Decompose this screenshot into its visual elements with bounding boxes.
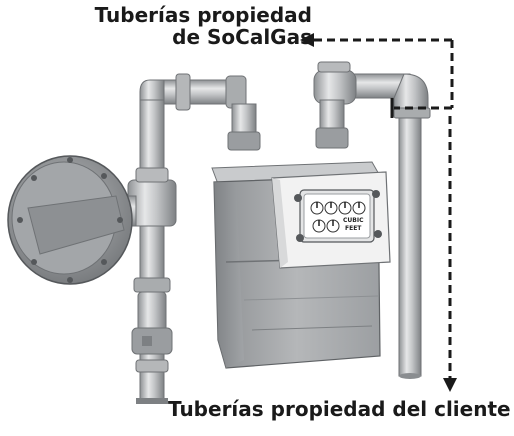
customer-piping-label: Tuberías propiedad del cliente xyxy=(168,397,511,421)
utility-piping-label: Tuberías propiedad de SoCalGas xyxy=(50,4,312,49)
gas-regulator xyxy=(7,155,137,285)
meter-dials: CUBIC FEET xyxy=(310,201,366,233)
gas-meter xyxy=(211,161,391,369)
dial-6 xyxy=(326,219,340,233)
dial-5 xyxy=(312,219,326,233)
down-arrow-icon xyxy=(443,378,457,392)
dial-3 xyxy=(338,201,352,215)
inlet-pipe-assembly xyxy=(127,73,261,404)
left-arrow-icon xyxy=(300,33,314,47)
dial-1 xyxy=(310,201,324,215)
customer-pipe xyxy=(398,111,422,379)
utility-label-line2: de SoCalGas xyxy=(172,25,312,50)
meter-unit-line1: CUBIC xyxy=(343,217,364,224)
utility-label-line1: Tuberías propiedad xyxy=(94,3,312,27)
outlet-pipe-assembly xyxy=(313,61,431,149)
dial-4 xyxy=(352,201,366,215)
utility-callout-line xyxy=(300,33,454,118)
meter-unit-line2: FEET xyxy=(345,225,362,232)
dial-2 xyxy=(324,201,338,215)
customer-callout-line xyxy=(443,116,457,392)
